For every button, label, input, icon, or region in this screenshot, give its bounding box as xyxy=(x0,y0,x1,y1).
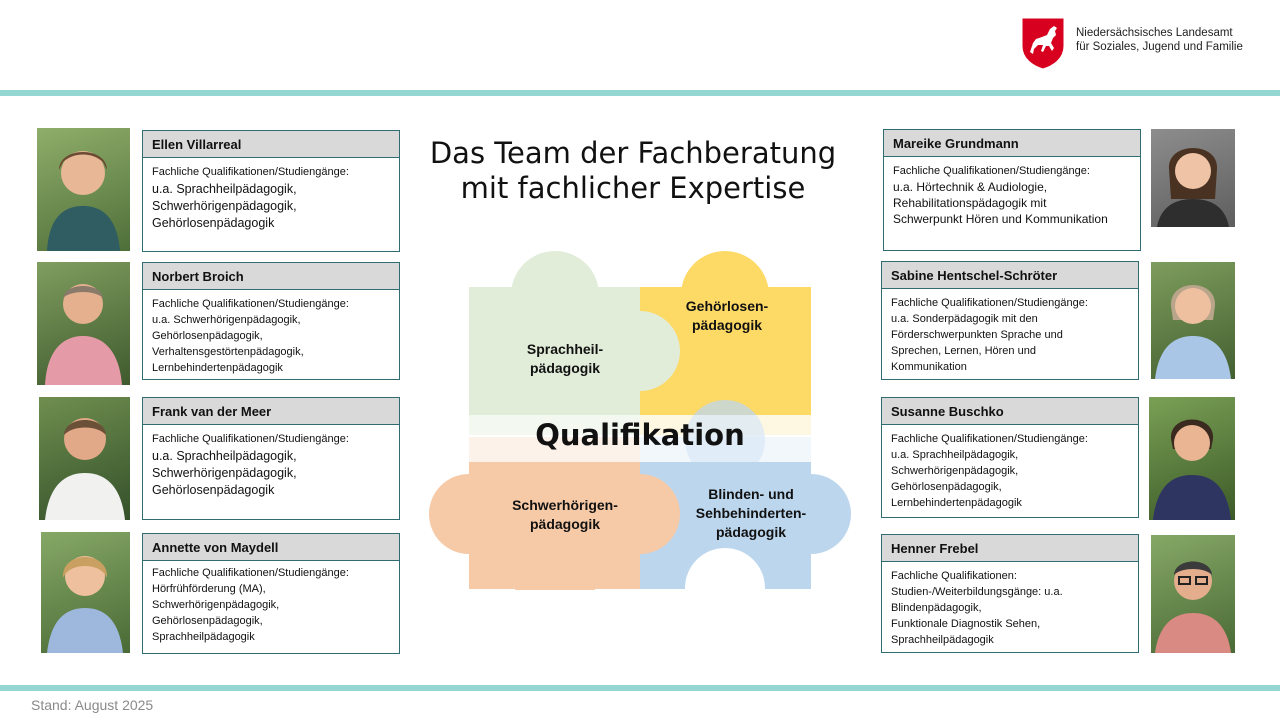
team-card-henner-frebel: Henner Frebel Fachliche Qualifikationen:… xyxy=(881,534,1139,653)
team-card-ellen-villarreal: Ellen Villarreal Fachliche Qualifikation… xyxy=(142,130,400,252)
center-band xyxy=(469,415,811,462)
photo-norbert-broich xyxy=(37,262,130,385)
label-qualifikation: Qualifikation xyxy=(535,418,745,452)
org-name-line1: Niedersächsisches Landesamt xyxy=(1076,27,1233,39)
photo-annette-von-maydell xyxy=(41,532,130,653)
team-card-frank-van-der-meer: Frank van der Meer Fachliche Qualifikati… xyxy=(142,397,400,520)
photo-frank-van-der-meer xyxy=(39,397,130,520)
team-card-annette-von-maydell: Annette von Maydell Fachliche Qualifikat… xyxy=(142,533,400,654)
footer-stand-date: Stand: August 2025 xyxy=(31,697,154,713)
puzzle-piece-blue xyxy=(600,400,851,590)
puzzle-piece-yellow xyxy=(600,251,811,435)
team-card-sabine-hentschel-schroeter: Sabine Hentschel-Schröter Fachliche Qual… xyxy=(881,261,1139,380)
qualification-puzzle xyxy=(429,251,851,590)
member-name: Henner Frebel xyxy=(882,535,1138,562)
photo-ellen-villarreal xyxy=(37,128,130,251)
team-card-mareike-grundmann: Mareike Grundmann Fachliche Qualifikatio… xyxy=(883,129,1141,251)
photo-mareike-grundmann xyxy=(1151,129,1235,227)
member-name: Ellen Villarreal xyxy=(143,131,399,158)
member-name: Frank van der Meer xyxy=(143,398,399,425)
bottom-accent-bar xyxy=(0,685,1280,691)
label-schwerhoerigen: Schwerhörigen-pädagogik xyxy=(512,497,618,532)
team-card-susanne-buschko: Susanne Buschko Fachliche Qualifikatione… xyxy=(881,397,1139,518)
photo-sabine-hentschel-schroeter xyxy=(1151,262,1235,379)
lower-saxony-horse-icon xyxy=(1021,17,1065,70)
org-name-line2: für Soziales, Jugend und Familie xyxy=(1076,41,1243,53)
label-sprachheil: Sprachheil-pädagogik xyxy=(526,341,604,376)
member-name: Sabine Hentschel-Schröter xyxy=(882,262,1138,289)
team-card-norbert-broich: Norbert Broich Fachliche Qualifikationen… xyxy=(142,262,400,380)
label-gehoerlosen: Gehörlosen-pädagogik xyxy=(685,298,769,333)
photo-henner-frebel xyxy=(1151,535,1235,653)
org-logo: Niedersächsisches Landesamt für Soziales… xyxy=(1020,16,1260,70)
top-accent-bar xyxy=(0,90,1280,96)
page-title: Das Team der Fachberatung mit fachlicher… xyxy=(429,136,837,205)
photo-susanne-buschko xyxy=(1149,397,1235,520)
member-name: Norbert Broich xyxy=(143,263,399,290)
puzzle-piece-orange xyxy=(429,437,640,590)
member-name: Annette von Maydell xyxy=(143,534,399,561)
member-name: Mareike Grundmann xyxy=(884,130,1140,157)
member-name: Susanne Buschko xyxy=(882,398,1138,425)
